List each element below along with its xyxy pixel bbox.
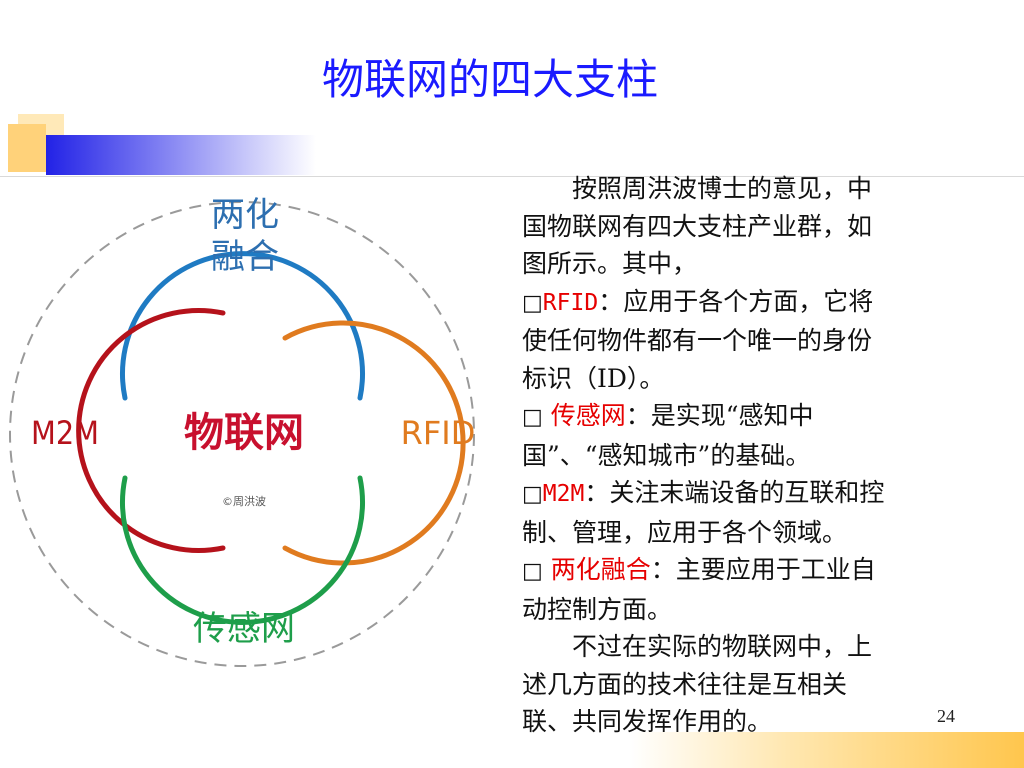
bullet-m2m: □M2M：关注末端设备的互联和控 — [522, 478, 885, 507]
intro-line-3: 图所示。其中， — [522, 249, 698, 278]
decor-bottom-gradient — [630, 732, 1024, 768]
rfid-line-3: 标识（ID）。 — [522, 363, 665, 393]
arc-left-red — [76, 308, 226, 553]
bullet-rfid: □RFID：应用于各个方面，它将 — [522, 286, 874, 316]
description-text: 按照周洪波博士的意见，中 国物联网有四大支柱产业群，如 图所示。其中， □RFI… — [522, 170, 992, 741]
bullet-icon: □ — [522, 405, 543, 430]
bullet-sensor: □ 传感网：是实现“感知中 — [522, 401, 814, 430]
outer-dashed-circle — [9, 201, 475, 667]
four-pillars-diagram: 两化 融合 M2M RFID 物联网 ©周洪波 传感网 — [0, 178, 502, 690]
outro-line-3: 联、共同发挥作用的。 — [522, 707, 773, 736]
label-center: 物联网 — [184, 410, 304, 456]
outro-line-2: 述几方面的技术往往是互相关 — [522, 669, 848, 699]
term-rfid: RFID — [542, 289, 599, 316]
bullet-icon: □ — [522, 290, 543, 316]
intro-line-1: 按照周洪波博士的意见，中 — [572, 174, 873, 203]
label-bottom: 传感网 — [193, 609, 295, 649]
rfid-line-2: 使任何物件都有一个唯一的身份 — [522, 326, 873, 355]
label-copyright: ©周洪波 — [222, 494, 266, 508]
page-number: 24 — [937, 706, 955, 726]
diagram-svg: 两化 融合 M2M RFID 物联网 ©周洪波 传感网 — [0, 178, 502, 690]
label-top-line1: 两化 — [211, 195, 279, 235]
term-lianghua: 两化融合 — [550, 555, 651, 584]
bullet-lianghua: □ 两化融合：主要应用于工业自 — [522, 555, 876, 584]
bullet-icon: □ — [522, 482, 543, 507]
term-m2m: M2M — [542, 481, 585, 507]
decor-square-orange — [8, 124, 46, 172]
slide-title: 物联网的四大支柱 — [321, 55, 658, 104]
intro-line-2: 国物联网有四大支柱产业群，如 — [522, 211, 873, 241]
lianghua-line-2: 动控制方面。 — [522, 594, 673, 624]
label-left: M2M — [31, 414, 99, 452]
arc-bottom-green — [120, 475, 365, 625]
arc-right-orange — [282, 320, 466, 566]
term-sensor: 传感网 — [550, 401, 626, 430]
outro-line-1: 不过在实际的物联网中，上 — [572, 632, 873, 661]
sensor-line-2: 国”、“感知城市”的基础。 — [522, 440, 811, 470]
decor-divider — [0, 176, 1024, 177]
m2m-line-2: 制、管理，应用于各个领域。 — [522, 517, 848, 547]
decor-blue-gradient-bar — [46, 135, 316, 175]
label-right: RFID — [401, 414, 476, 452]
bullet-icon: □ — [522, 559, 543, 584]
diagram-bg — [0, 178, 502, 690]
label-top-line2: 融合 — [211, 237, 279, 277]
